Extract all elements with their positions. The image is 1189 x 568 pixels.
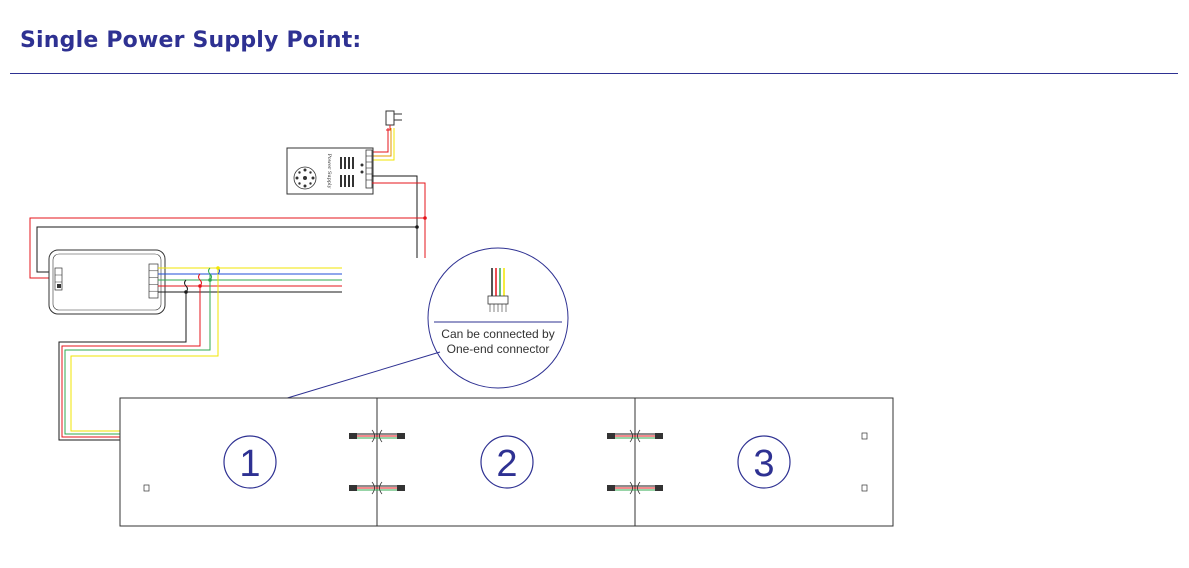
panel-1	[119, 397, 378, 527]
connector-detail-icon	[487, 268, 509, 312]
jumper-connector-icon	[349, 429, 405, 443]
bus-wire-red	[29, 217, 425, 279]
panel-2	[376, 397, 636, 527]
controller-unit	[48, 249, 166, 315]
bus-wire-black	[36, 226, 417, 273]
panel-number-3: 3	[753, 443, 774, 485]
jumper-connector-icon	[607, 481, 663, 495]
panel-number-1: 1	[239, 443, 260, 485]
jumper-connector-icon	[349, 481, 405, 495]
psu-output-black	[372, 175, 418, 258]
connector-callout: Can be connected by One-end connector	[427, 247, 569, 389]
input-wire-orange	[372, 128, 392, 157]
fan-icon	[293, 166, 317, 190]
panel-3	[634, 397, 894, 527]
title-divider	[10, 73, 1178, 74]
page-title: Single Power Supply Point:	[20, 28, 362, 53]
psu-output-red	[372, 182, 426, 258]
power-supply-label: Power Supply	[326, 154, 332, 189]
input-wire-red	[372, 128, 389, 153]
panel-strip: 1 2 3	[119, 397, 894, 527]
panel-number-2: 2	[496, 443, 517, 485]
callout-text-line1: Can be connected by	[441, 327, 554, 341]
power-supply-unit: Power Supply	[286, 147, 374, 195]
callout-text-line2: One-end connector	[447, 342, 550, 356]
terminal-block	[365, 149, 373, 189]
jumper-connector-icon	[607, 429, 663, 443]
power-plug-icon	[385, 110, 402, 131]
input-wire-yellow	[372, 128, 395, 161]
